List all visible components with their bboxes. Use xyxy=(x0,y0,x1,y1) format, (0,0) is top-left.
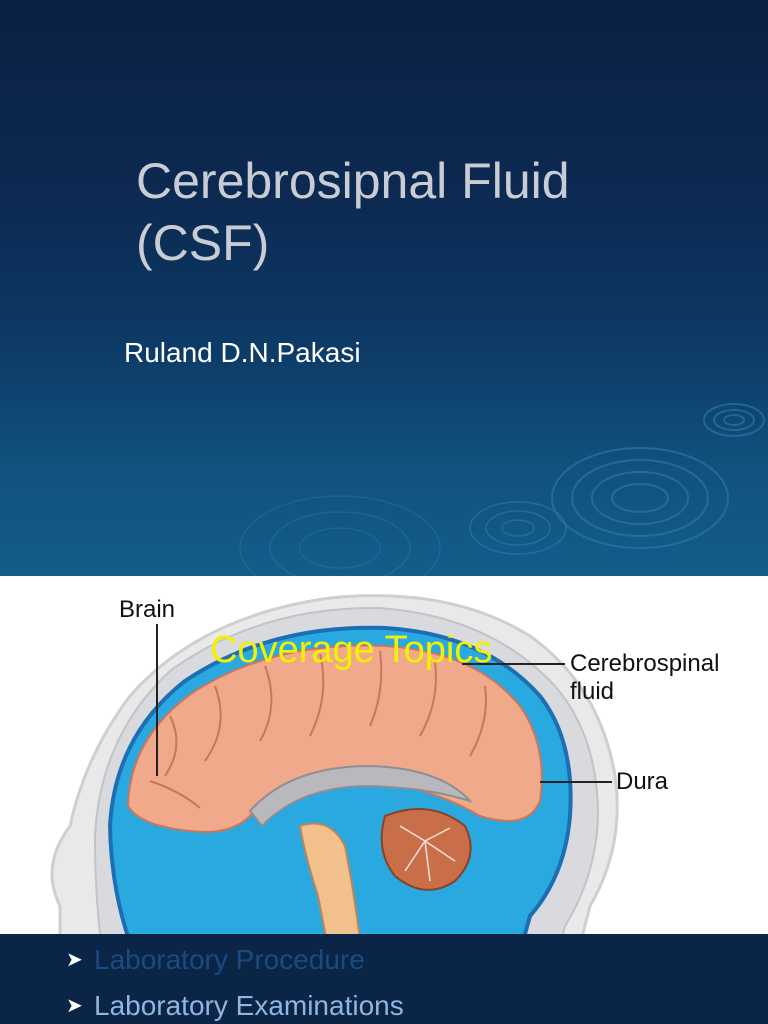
bullet-text-2: Laboratory Examinations xyxy=(94,990,404,1021)
ripple-decoration-icon xyxy=(239,403,765,576)
bullet-arrow-icon: ➤ xyxy=(66,995,83,1017)
slide-title: Cerebrosipnal Fluid (CSF) xyxy=(136,150,756,274)
brain-anatomy-diagram xyxy=(50,594,619,1024)
label-dura: Dura xyxy=(616,768,669,795)
bullet-item-2: ➤ Laboratory Examinations xyxy=(66,990,404,1022)
title-line-2: (CSF) xyxy=(136,215,270,271)
bottom-band xyxy=(0,934,768,1024)
author-name: Ruland D.N.Pakasi xyxy=(124,337,361,368)
label-csf: Cerebrospinal fluid xyxy=(570,650,720,705)
bullet-item-1: ➤ Laboratory Procedure xyxy=(66,944,365,976)
bullet-text-1: Laboratory Procedure xyxy=(94,944,365,975)
coverage-slide: Brain Cerebrospinal fluid Dura Coverage … xyxy=(0,576,768,1024)
title-slide: Cerebrosipnal Fluid (CSF) Ruland D.N.Pak… xyxy=(0,0,768,576)
title-line-1: Cerebrosipnal Fluid xyxy=(136,153,570,209)
bullet-arrow-icon: ➤ xyxy=(66,949,83,971)
label-brain: Brain xyxy=(119,596,176,623)
coverage-heading: Coverage Topics xyxy=(210,629,493,671)
